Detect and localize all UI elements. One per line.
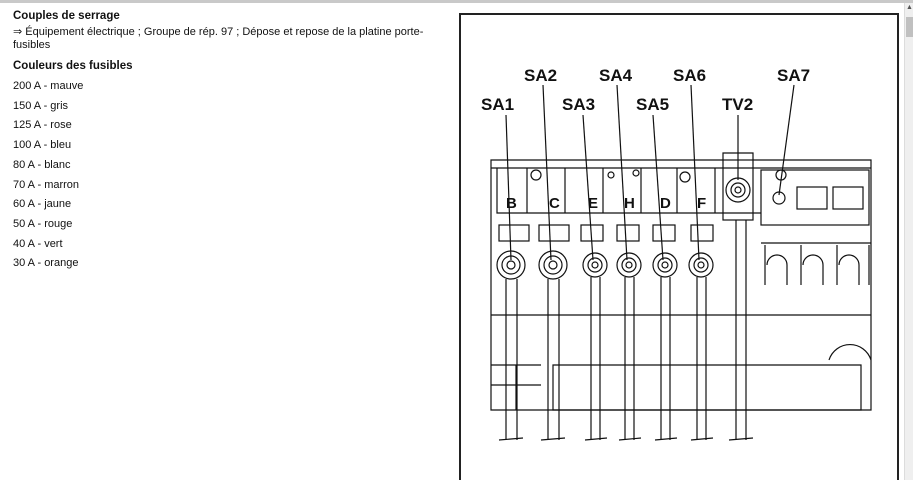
scroll-up-icon[interactable]: ▲: [906, 4, 913, 11]
label-sa2: SA2: [524, 66, 557, 85]
leader-sa7: [778, 84, 795, 196]
bolt-sa4: [616, 252, 642, 440]
label-sa6: SA6: [673, 66, 706, 85]
fuse-colors-heading: Couleurs des fusibles: [13, 60, 133, 72]
leader-sa1: [505, 114, 512, 261]
content-panel: Couples de serrage ⇒ Équipement électriq…: [13, 8, 443, 274]
list-item: 60 A - jaune: [13, 198, 72, 211]
list-item: 50 A - rouge: [13, 217, 73, 230]
label-sa5: SA5: [636, 95, 669, 114]
list-item: 40 A - vert: [13, 237, 63, 250]
list-item: 125 A - rose: [13, 119, 72, 132]
leader-sa2: [542, 84, 552, 261]
leader-sa4: [616, 84, 628, 261]
fuse-letter-c: C: [549, 195, 560, 212]
list-item: 150 A - gris: [13, 99, 69, 112]
list-item: 80 A - blanc: [13, 158, 71, 171]
scroll-thumb[interactable]: [906, 17, 913, 37]
fuse-box-figure: SA2 SA4 SA6 SA7 SA1 SA3 SA5 TV2 B C E H …: [459, 13, 899, 480]
bolt-sa1: [496, 250, 526, 440]
top-rule: [0, 0, 913, 3]
torque-heading: Couples de serrage: [13, 10, 120, 22]
label-sa4: SA4: [599, 66, 633, 85]
torque-reference-link[interactable]: ⇒ Équipement électrique ; Groupe de rép.…: [13, 26, 424, 51]
fuse-letter-b: B: [506, 195, 517, 212]
list-item: 30 A - orange: [13, 257, 79, 270]
vertical-scrollbar[interactable]: ▲: [904, 3, 913, 480]
fuse-letter-h: H: [624, 195, 635, 212]
bolt-sa3: [582, 252, 608, 440]
fuse-letter-f: F: [697, 195, 706, 212]
fuse-letter-d: D: [660, 195, 671, 212]
leader-sa5: [652, 114, 664, 261]
label-sa1: SA1: [481, 95, 514, 114]
bolt-sa6: [688, 252, 714, 440]
fuse-colors-list: 200 A - mauve 150 A - gris 125 A - rose …: [13, 77, 443, 274]
leader-sa3: [582, 114, 594, 261]
fuse-box-diagram: SA2 SA4 SA6 SA7 SA1 SA3 SA5 TV2 B C E H …: [481, 66, 872, 441]
list-item: 70 A - marron: [13, 178, 80, 191]
leader-sa6: [690, 84, 700, 261]
list-item: 100 A - bleu: [13, 139, 72, 152]
fuse-letter-e: E: [588, 195, 598, 212]
label-tv2: TV2: [722, 95, 753, 114]
label-sa3: SA3: [562, 95, 595, 114]
bolt-sa2: [538, 250, 568, 440]
label-sa7: SA7: [777, 66, 810, 85]
bolt-sa5: [652, 252, 678, 440]
list-item: 200 A - mauve: [13, 80, 84, 92]
